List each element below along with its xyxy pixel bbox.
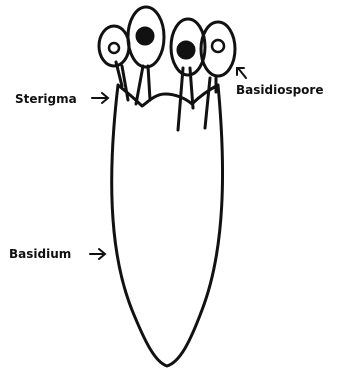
sterigma-arrow (92, 93, 108, 103)
basidiospore-1 (99, 26, 129, 66)
basidium-label: Basidium (9, 247, 71, 261)
basidiospore-2 (128, 7, 164, 67)
sterigma-2 (136, 66, 150, 104)
basidiospore-1-nucleus (109, 43, 119, 53)
basidiospore-3-nucleus (178, 42, 194, 58)
basidiospore-arrow (237, 68, 246, 78)
basidium-arrow (90, 249, 105, 259)
basidiospore-2-nucleus (137, 28, 153, 44)
basidiospore-label: Basidiospore (236, 83, 323, 97)
basidiospore-4-nucleus (212, 40, 224, 52)
sterigma-label: Sterigma (15, 92, 77, 106)
